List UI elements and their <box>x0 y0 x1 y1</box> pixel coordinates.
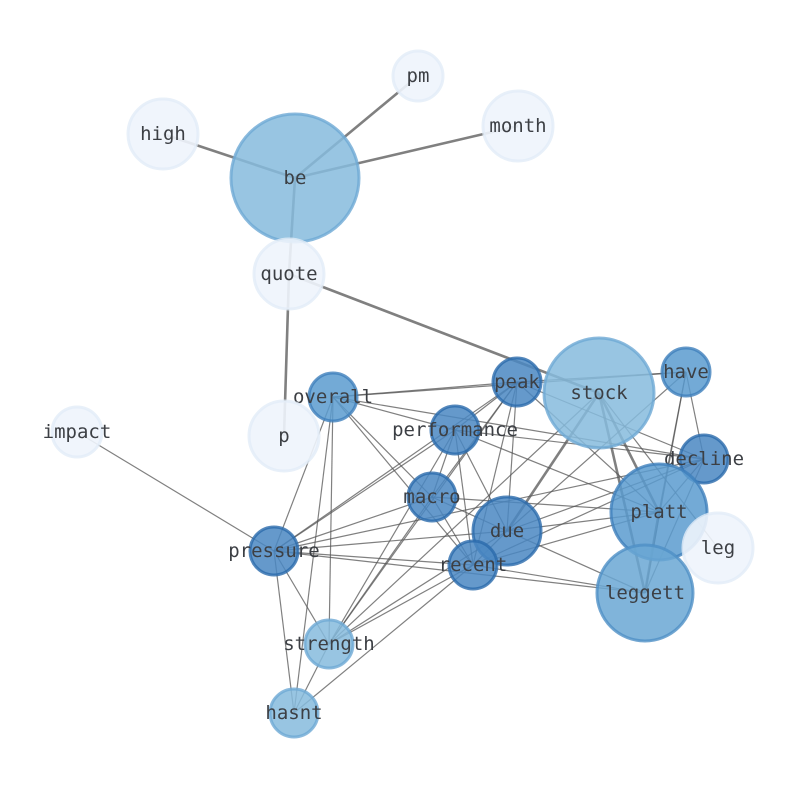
edge-pressure-recent <box>273 550 474 566</box>
node-label-performance: performance <box>392 419 518 441</box>
node-label-hasnt: hasnt <box>265 702 322 724</box>
node-label-peak: peak <box>494 371 540 393</box>
edge-recent-hasnt <box>293 564 474 714</box>
node-label-impact: impact <box>43 421 112 443</box>
node-circle-hasnt <box>268 687 320 739</box>
node-circle-high <box>126 97 200 171</box>
node-impact[interactable]: impact <box>43 405 112 459</box>
node-leg[interactable]: leg <box>681 511 755 585</box>
edge-pressure-hasnt <box>273 550 295 714</box>
node-recent[interactable]: recent <box>439 539 508 591</box>
node-circle-leggett <box>595 543 695 643</box>
node-circle-month <box>481 89 555 163</box>
node-label-have: have <box>663 361 709 383</box>
node-have[interactable]: have <box>660 346 712 398</box>
node-decline[interactable]: decline <box>664 433 744 485</box>
edge-recent-strength <box>328 564 474 645</box>
node-circle-have <box>660 346 712 398</box>
node-label-strength: strength <box>283 633 375 655</box>
node-label-stock: stock <box>570 382 628 404</box>
node-quote[interactable]: quote <box>252 237 326 311</box>
node-label-p: p <box>278 425 289 447</box>
node-circle-leg <box>681 511 755 585</box>
edge-macro-pressure <box>273 496 433 552</box>
node-macro[interactable]: macro <box>403 471 461 523</box>
node-pressure[interactable]: pressure <box>228 525 320 577</box>
edge-impact-pressure <box>76 431 275 552</box>
edge-overall-strength <box>328 396 334 645</box>
node-circle-decline <box>678 433 730 485</box>
node-label-recent: recent <box>439 554 508 576</box>
node-circle-strength <box>303 618 355 670</box>
edge-overall-pressure <box>273 396 334 552</box>
node-high[interactable]: high <box>126 97 200 171</box>
node-p[interactable]: p <box>247 399 321 473</box>
node-circle-macro <box>406 471 458 523</box>
edge-due-pressure <box>273 530 508 552</box>
node-hasnt[interactable]: hasnt <box>265 687 323 739</box>
node-label-high: high <box>140 123 186 145</box>
node-label-leggett: leggett <box>605 582 685 604</box>
node-performance[interactable]: performance <box>392 404 518 456</box>
node-label-decline: decline <box>664 448 744 470</box>
edge-overall-recent <box>332 396 474 566</box>
node-circle-peak <box>491 356 543 408</box>
node-leggett[interactable]: leggett <box>595 543 695 643</box>
node-circle-stock <box>542 336 656 450</box>
edge-strength-stock <box>328 392 600 645</box>
edge-macro-strength <box>328 496 433 645</box>
edge-performance-pressure <box>273 429 456 552</box>
node-circle-quote <box>252 237 326 311</box>
edge-peak-pressure <box>273 381 518 552</box>
node-label-macro: macro <box>403 486 460 508</box>
node-circle-pressure <box>248 525 300 577</box>
node-label-due: due <box>490 520 524 542</box>
node-circle-recent <box>447 539 499 591</box>
node-stock[interactable]: stock <box>542 336 656 450</box>
node-label-pressure: pressure <box>228 540 320 562</box>
node-overall[interactable]: overall <box>293 371 373 423</box>
node-circle-impact <box>50 405 104 459</box>
edge-performance-strength <box>328 429 456 645</box>
node-circle-p <box>247 399 321 473</box>
node-label-overall: overall <box>293 386 373 408</box>
node-circle-performance <box>429 404 481 456</box>
node-circle-pm <box>391 49 445 103</box>
node-label-platt: platt <box>630 501 687 523</box>
node-label-leg: leg <box>701 537 735 559</box>
node-peak[interactable]: peak <box>491 356 543 408</box>
node-label-pm: pm <box>407 65 430 87</box>
node-label-be: be <box>284 167 307 189</box>
node-pm[interactable]: pm <box>391 49 445 103</box>
node-be[interactable]: be <box>229 112 361 244</box>
node-label-month: month <box>489 115 546 137</box>
node-label-quote: quote <box>260 263 317 285</box>
node-strength[interactable]: strength <box>283 618 375 670</box>
edge-overall-decline <box>332 396 705 460</box>
node-circle-overall <box>307 371 359 423</box>
node-month[interactable]: month <box>481 89 555 163</box>
